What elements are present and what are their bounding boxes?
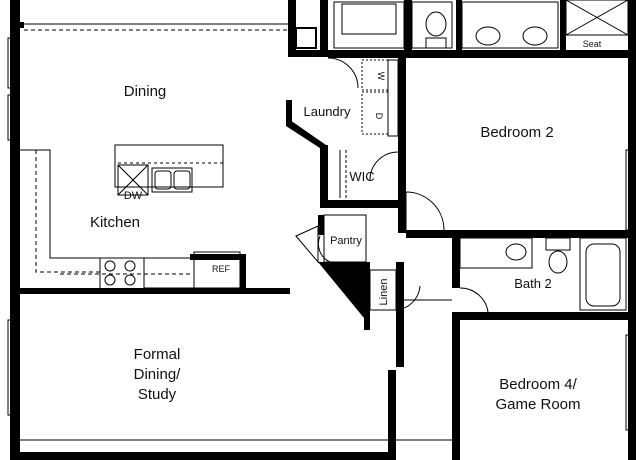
dining-label: Dining [124, 83, 167, 100]
pantry-label: Pantry [330, 235, 362, 247]
formal-dining-label-line3: Study [138, 386, 177, 403]
dishwasher-label: DW [124, 190, 143, 202]
refrigerator-label: REF [212, 264, 231, 274]
bath2-label: Bath 2 [514, 276, 552, 291]
bedroom4-label-line2: Game Room [495, 396, 580, 413]
walls [10, 0, 636, 460]
kitchen-label: Kitchen [90, 214, 140, 231]
room-labels: Dining Kitchen Laundry Bedroom 2 WIC Pan… [90, 83, 581, 413]
fixture-labels: DW REF W D Seat [124, 39, 602, 274]
linen-label: Linen [378, 279, 390, 306]
dryer-label: D [374, 113, 384, 120]
washer-label: W [376, 72, 386, 81]
wic-label: WIC [349, 169, 374, 184]
formal-dining-label-line1: Formal [134, 346, 181, 363]
seat-label: Seat [583, 39, 602, 49]
bedroom4-label-line1: Bedroom 4/ [499, 376, 577, 393]
laundry-label: Laundry [304, 104, 351, 119]
thin-lines [7, 0, 633, 441]
bedroom2-label: Bedroom 2 [480, 124, 553, 141]
formal-dining-label-line2: Dining/ [134, 366, 182, 383]
